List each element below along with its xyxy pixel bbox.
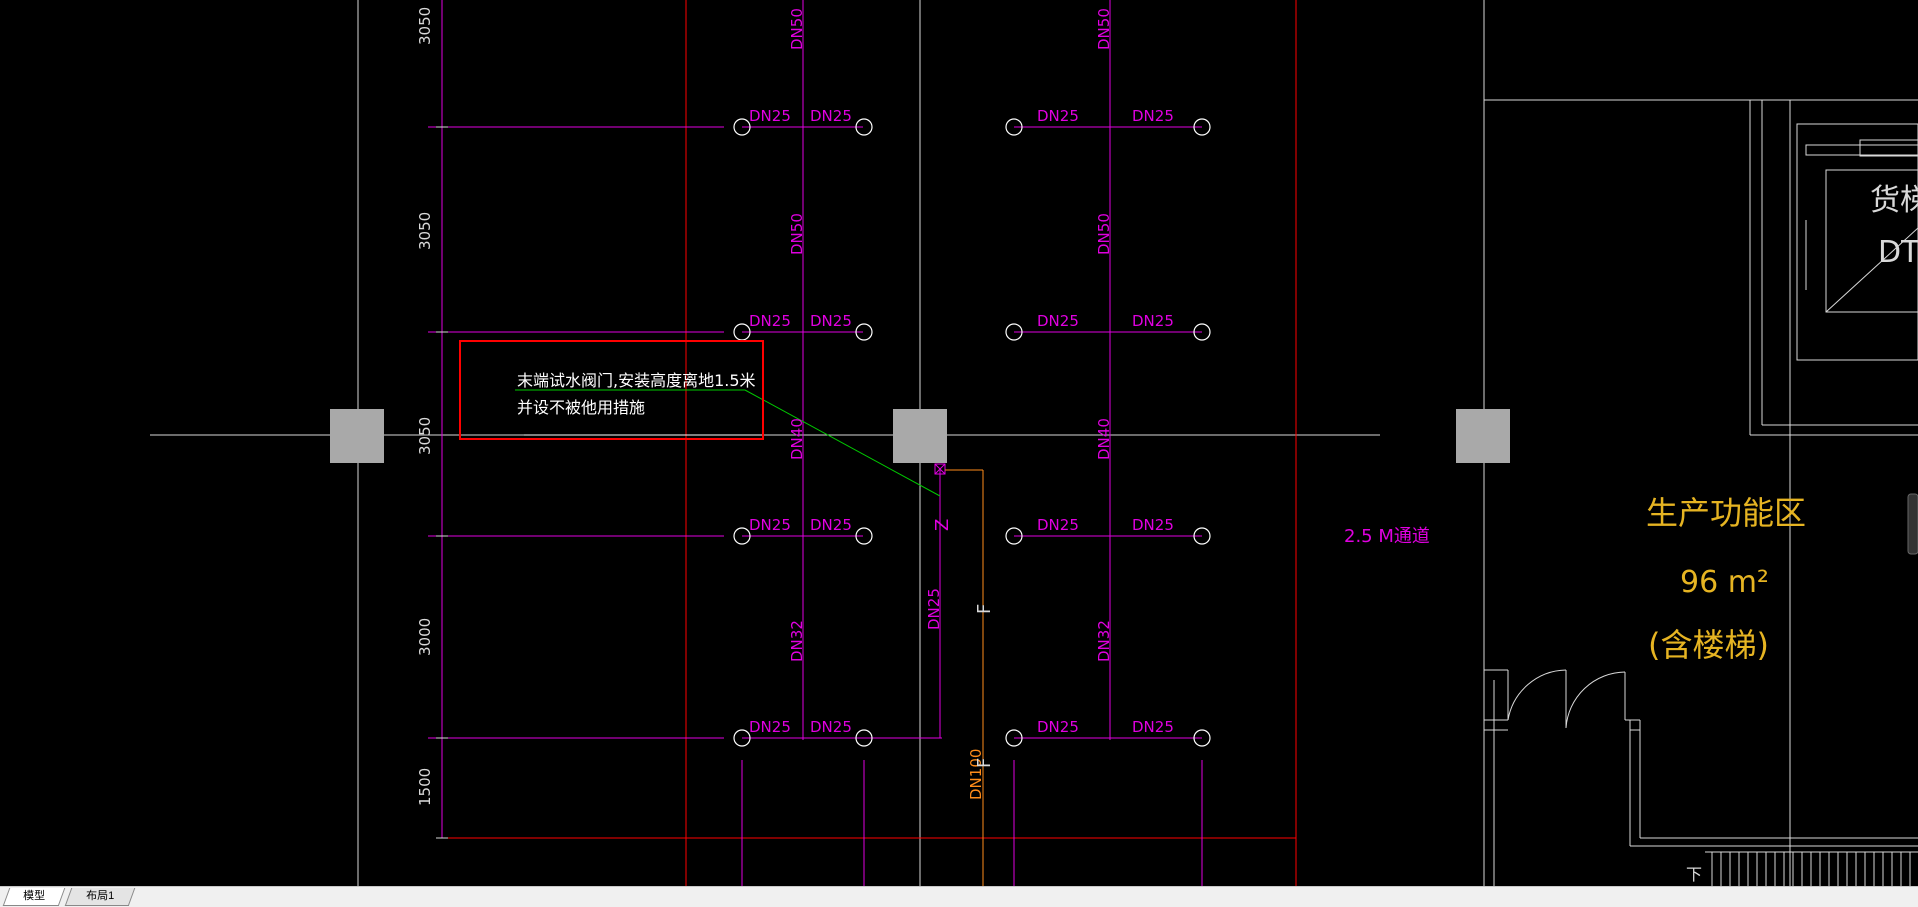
sprinkler-head (1193, 118, 1211, 136)
pipe-label-dn25: DN25 (749, 718, 791, 736)
viewcube-handle[interactable] (1907, 493, 1918, 555)
pipe-label-dn40: DN40 (788, 418, 806, 460)
dimension-ticks (436, 126, 448, 839)
sprinkler-head (1193, 323, 1211, 341)
dimension-label: 1500 (416, 768, 434, 806)
pipe-label-dn25: DN25 (1132, 516, 1174, 534)
dimension-label: 3050 (416, 417, 434, 455)
dimension-labels: 3050 3050 3050 3000 1500 (416, 7, 434, 806)
sprinkler-head (1193, 527, 1211, 545)
dimension-label: 3050 (416, 7, 434, 45)
pipe-label-dn25: DN25 (749, 516, 791, 534)
annotation-box[interactable] (459, 340, 764, 440)
pipe-label-dn25: DN25 (810, 107, 852, 125)
pipe-label-dn40: DN40 (1095, 418, 1113, 460)
room-note: (含楼梯) (1648, 626, 1769, 664)
building-outline (150, 0, 1918, 886)
red-axis-lines (440, 0, 1297, 886)
sprinkler-head (1005, 118, 1023, 136)
riser-label-f: F (974, 604, 995, 614)
elevator-label: 货梯 (1870, 183, 1918, 218)
pipe-label-dn50: DN50 (788, 8, 806, 50)
column-right (1456, 409, 1510, 463)
annotation-line1: 末端试水阀门,安装高度离地1.5米 (517, 371, 756, 390)
corridor-label: 2.5 M通道 (1344, 526, 1430, 547)
riser-label-z: Z (932, 519, 953, 531)
pipe-label-dn25: DN25 (1037, 718, 1079, 736)
pipe-size-vertical-labels: DN50 DN50 DN50 DN50 DN40 DN40 DN32 DN32 … (788, 8, 1113, 662)
pipe-label-dn50: DN50 (1095, 213, 1113, 255)
pipe-label-dn25: DN25 (1132, 718, 1174, 736)
pipe-label-dn25: DN25 (810, 312, 852, 330)
column-left (330, 409, 384, 463)
annotation-leader (515, 389, 941, 497)
pipe-label-dn25: DN25 (749, 107, 791, 125)
dimension-label: 3050 (416, 212, 434, 250)
column-center (893, 409, 947, 463)
pipe-label-dn25: DN25 (810, 718, 852, 736)
sprinkler-head (733, 527, 751, 545)
main-pipe (945, 469, 984, 886)
annotation-line2: 并设不被他用措施 (517, 398, 645, 417)
pipe-label-dn25: DN25 (749, 312, 791, 330)
sprinkler-head (1193, 729, 1211, 747)
sprinkler-pipes (428, 0, 1203, 886)
dimension-label: 3000 (416, 618, 434, 656)
sprinkler-head (855, 323, 873, 341)
structural-columns (330, 409, 1510, 463)
sprinkler-head (855, 729, 873, 747)
sprinkler-head (1005, 729, 1023, 747)
pipe-label-dn50: DN50 (788, 213, 806, 255)
sprinkler-head (855, 527, 873, 545)
layout-tab-bar: 模型 布局1 (0, 886, 1918, 907)
pipe-label-dn25: DN25 (1132, 312, 1174, 330)
stair-treads (1711, 852, 1911, 886)
pipe-label-dn50: DN50 (1095, 8, 1113, 50)
tab-model-label: 模型 (23, 890, 46, 902)
pipe-label-dn25: DN25 (1037, 312, 1079, 330)
room-area: 96 m² (1680, 565, 1769, 600)
elevator-code: DT (1878, 235, 1918, 270)
pipe-label-dn25: DN25 (1037, 107, 1079, 125)
sprinkler-head (1005, 527, 1023, 545)
pipe-label-dn32: DN32 (1095, 620, 1113, 662)
tab-layout1[interactable]: 布局1 (64, 888, 136, 906)
pipe-label-dn100: DN100 (967, 749, 985, 800)
pipe-label-dn25: DN25 (810, 516, 852, 534)
pipe-label-dn25-vertical: DN25 (925, 588, 943, 630)
sprinkler-head (855, 118, 873, 136)
pipe-label-dn25: DN25 (1037, 516, 1079, 534)
tab-model[interactable]: 模型 (2, 888, 66, 906)
pipe-label-dn25: DN25 (1132, 107, 1174, 125)
stair-down-label: 下 (1686, 865, 1702, 884)
sprinkler-heads (733, 118, 1211, 747)
tab-layout1-label: 布局1 (86, 890, 115, 902)
room-name: 生产功能区 (1646, 494, 1806, 532)
pipe-label-dn32: DN32 (788, 620, 806, 662)
sprinkler-head (733, 118, 751, 136)
sprinkler-head (1005, 323, 1023, 341)
sprinkler-head (733, 729, 751, 747)
riser-label-f: F (974, 758, 995, 768)
